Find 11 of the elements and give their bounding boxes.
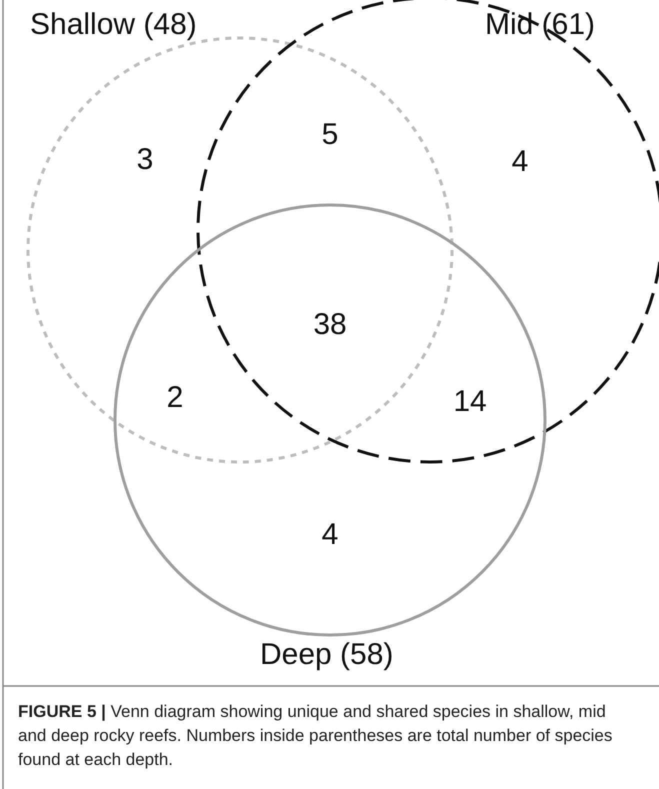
count-label: 14 bbox=[453, 385, 487, 419]
figure-caption: FIGURE 5 | Venn diagram showing unique and shared species in shallow, mid and deep rocky reefs. Numbers inside parentheses are total number of species found at each depth. bbox=[18, 701, 614, 771]
count-label: 2 bbox=[166, 381, 184, 415]
count-label: 4 bbox=[322, 518, 338, 552]
count-label: 38 bbox=[313, 308, 347, 342]
set-label: Deep (58) bbox=[260, 638, 394, 672]
count-label: 3 bbox=[136, 143, 154, 177]
set-label: Mid (61) bbox=[485, 8, 596, 42]
set-label: Shallow (48) bbox=[30, 8, 197, 42]
count-label: 5 bbox=[322, 118, 338, 152]
count-label: 4 bbox=[512, 145, 528, 179]
